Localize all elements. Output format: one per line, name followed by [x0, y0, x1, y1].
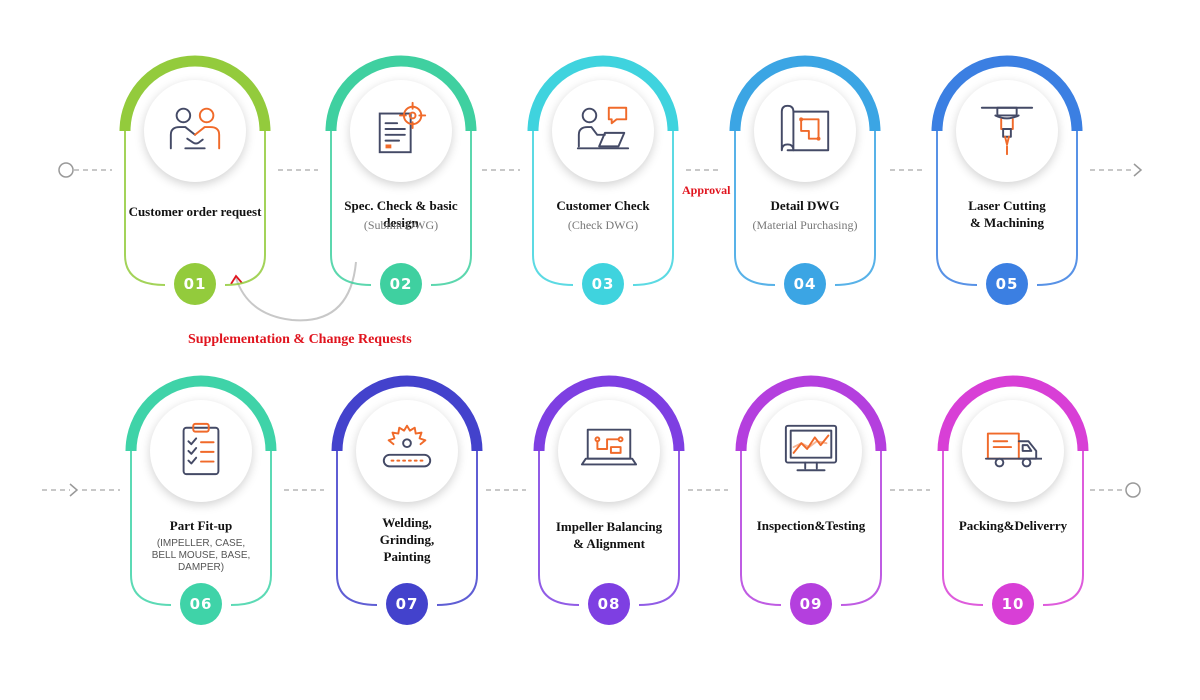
step-frame: [533, 375, 685, 606]
step-number-badge: 02: [380, 263, 422, 305]
step-number-badge: 01: [174, 263, 216, 305]
step-title: Part Fit-up: [169, 518, 233, 533]
feedback-arrowhead-icon: [230, 274, 243, 285]
step-subtitle: (Submit DWG): [363, 218, 439, 232]
grinder-icon: [378, 420, 436, 483]
step-frame: [937, 375, 1089, 606]
process-step-04: Detail DWG (Material Purchasing) 04: [729, 55, 881, 320]
checklist-clipboard-icon: [172, 420, 230, 483]
step-number-badge: 08: [588, 583, 630, 625]
step-subtitle: (IMPELLER, CASE, BELL MOUSE, BASE, DAMPE…: [151, 538, 251, 573]
step-number-badge: 06: [180, 583, 222, 625]
process-step-06: Part Fit-up (IMPELLER, CASE, BELL MOUSE, …: [125, 375, 277, 640]
step-title: Packing&Deliverry: [958, 518, 1068, 533]
arrow-row2-icon: [69, 483, 79, 497]
step-icon-circle: [150, 400, 252, 502]
step-frame: [729, 55, 881, 286]
step-number-badge: 03: [582, 263, 624, 305]
process-step-05: Laser Cutting & Machining 05: [931, 55, 1083, 320]
step-icon-circle: [350, 80, 452, 182]
step-icon-circle: [962, 400, 1064, 502]
step-number-badge: 05: [986, 263, 1028, 305]
step-frame: [931, 55, 1083, 286]
monitor-chart-icon: [782, 420, 840, 483]
step-title: Impeller Balancing & Alignment: [555, 519, 663, 551]
delivery-truck-icon: [984, 420, 1043, 483]
laptop-circuit-icon: [580, 420, 638, 483]
step-frame: [125, 375, 277, 606]
end-node: [1125, 482, 1141, 498]
approval-label: Approval: [682, 183, 731, 197]
step-title: Customer Check: [556, 198, 650, 213]
step-title: Spec. Check & basic design: [344, 198, 458, 230]
laser-cutter-icon: [978, 100, 1036, 163]
step-number-badge: 04: [784, 263, 826, 305]
blueprint-icon: [776, 100, 834, 163]
process-step-08: Impeller Balancing & Alignment 08: [533, 375, 685, 640]
process-step-07: Welding, Grinding, Painting 07: [331, 375, 483, 640]
arrow-row1-icon: [1133, 163, 1143, 177]
step-icon-circle: [144, 80, 246, 182]
process-step-01: Customer order request 01: [119, 55, 271, 320]
step-icon-circle: [356, 400, 458, 502]
process-step-03: Customer Check (Check DWG) 03: [527, 55, 679, 320]
feedback-label: Supplementation & Change Requests: [188, 332, 412, 347]
step-title: Detail DWG: [770, 198, 840, 213]
process-step-02: Spec. Check & basic design(Submit DWG) 02: [325, 55, 477, 320]
spec-document-icon: [372, 100, 430, 163]
step-icon-circle: [558, 400, 660, 502]
step-number-badge: 10: [992, 583, 1034, 625]
step-title: Customer order request: [128, 204, 262, 219]
step-subtitle: (Check DWG): [567, 218, 639, 232]
step-title: Welding, Grinding, Painting: [379, 515, 435, 564]
process-step-10: Packing&Deliverry 10: [937, 375, 1089, 640]
handshake-icon: [166, 100, 224, 163]
start-node: [58, 162, 74, 178]
step-icon-circle: [754, 80, 856, 182]
step-frame: [331, 375, 483, 606]
step-icon-circle: [956, 80, 1058, 182]
step-number-badge: 07: [386, 583, 428, 625]
feedback-loop-arrow: [235, 261, 357, 322]
step-icon-circle: [552, 80, 654, 182]
step-frame: [735, 375, 887, 606]
customer-laptop-icon: [574, 100, 632, 163]
process-step-09: Inspection&Testing 09: [735, 375, 887, 640]
step-frame: [119, 55, 271, 286]
step-title: Inspection&Testing: [756, 518, 866, 533]
step-number-badge: 09: [790, 583, 832, 625]
step-frame: [527, 55, 679, 286]
step-icon-circle: [760, 400, 862, 502]
step-title: Laser Cutting & Machining: [968, 198, 1046, 230]
step-subtitle: (Material Purchasing): [752, 218, 858, 232]
step-frame: [325, 55, 477, 286]
